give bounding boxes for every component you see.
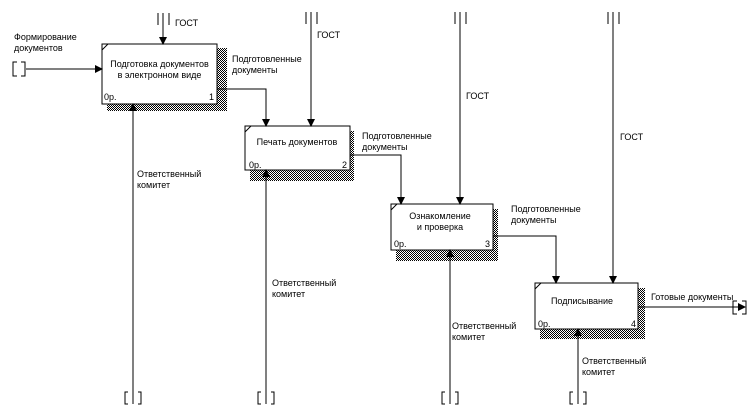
flow-arrow-line	[350, 154, 405, 205]
box-label-line-1: Ознакомление	[409, 211, 471, 221]
box-frame	[390, 203, 494, 251]
box-cost: 0р.	[538, 319, 551, 329]
flow-label-line-1: Подготовленные	[362, 131, 432, 141]
control-label: ГОСТ	[175, 18, 199, 28]
flow-arrow-line	[217, 88, 270, 127]
output-arrow[interactable]: Готовые документы	[638, 292, 747, 315]
input-label-line-1: Формирование	[14, 32, 77, 42]
box-frame	[101, 43, 218, 105]
control-arrow-1[interactable]: ГОСТ	[157, 13, 199, 45]
input-arrow[interactable]: Формирование документов	[12, 32, 103, 77]
flow-arrow-3[interactable]: Подготовленные документы	[493, 204, 581, 284]
box-corner-mark	[101, 43, 109, 51]
flow-label-line-2: документы	[511, 215, 556, 225]
input-label-line-2: документов	[14, 43, 63, 53]
flow-label-line-1: Подготовленные	[511, 204, 581, 214]
tunnel-bracket-icon	[607, 12, 620, 24]
mechanism-arrow-2[interactable]: Ответственный комитет	[257, 169, 336, 405]
box-cost: 0р.	[249, 160, 262, 170]
mechanism-label-line-1: Ответственный	[452, 321, 516, 331]
mechanism-arrow-1[interactable]: Ответственный комитет	[124, 103, 201, 405]
tunnel-bracket-icon	[454, 12, 467, 24]
tunnel-bracket-icon	[157, 13, 170, 25]
flow-label-line-2: документы	[362, 142, 407, 152]
activity-box-2[interactable]: Печать документов 0р. 2	[244, 125, 354, 181]
box-label-line-2: и проверка	[417, 222, 463, 232]
box-number: 1	[209, 92, 214, 102]
box-label-line-1: Печать документов	[257, 137, 338, 147]
flow-arrow-line	[493, 235, 560, 284]
control-arrow-4[interactable]: ГОСТ	[607, 12, 644, 284]
box-frame	[534, 282, 639, 330]
box-cost: 0р.	[104, 92, 117, 102]
flow-label-line-1: Подготовленные	[232, 54, 302, 64]
mechanism-label-line-2: комитет	[137, 180, 170, 190]
box-number: 2	[342, 160, 347, 170]
flow-arrow-2[interactable]: Подготовленные документы	[350, 131, 432, 205]
tunnel-bracket-icon	[124, 391, 142, 405]
activity-box-1[interactable]: Подготовка документов в электронном виде…	[101, 43, 227, 111]
output-label-line-1: Готовые документы	[651, 292, 733, 302]
tunnel-bracket-icon	[12, 61, 26, 77]
mechanism-label-line-2: комитет	[272, 289, 305, 299]
flow-label-line-2: документы	[232, 65, 277, 75]
box-label-line-1: Подписывание	[551, 296, 613, 306]
box-number: 3	[485, 239, 490, 249]
box-label-line-2: в электронном виде	[118, 70, 202, 80]
box-frame	[244, 125, 351, 171]
mechanism-label-line-1: Ответственный	[137, 169, 201, 179]
control-arrow-3[interactable]: ГОСТ	[454, 12, 490, 205]
box-corner-mark	[534, 282, 542, 290]
box-cost: 0р.	[394, 239, 407, 249]
mechanism-label-line-1: Ответственный	[582, 356, 646, 366]
box-number: 4	[631, 319, 636, 329]
tunnel-bracket-icon	[257, 391, 275, 405]
control-label: ГОСТ	[317, 30, 341, 40]
flow-arrow-1[interactable]: Подготовленные документы	[217, 54, 302, 127]
tunnel-bracket-icon	[569, 391, 587, 405]
box-corner-mark	[390, 203, 398, 211]
control-label: ГОСТ	[620, 132, 644, 142]
tunnel-bracket-icon	[441, 391, 459, 405]
mechanism-arrow-4[interactable]: Ответственный комитет	[569, 328, 646, 405]
control-arrow-2[interactable]: ГОСТ	[305, 12, 341, 127]
mechanism-label-line-2: комитет	[582, 367, 615, 377]
box-corner-mark	[244, 125, 252, 133]
activity-box-3[interactable]: Ознакомление и проверка 0р. 3	[390, 203, 498, 261]
tunnel-bracket-icon	[732, 300, 747, 315]
mechanism-label-line-1: Ответственный	[272, 278, 336, 288]
tunnel-bracket-icon	[305, 12, 318, 24]
control-label: ГОСТ	[466, 91, 490, 101]
mechanism-label-line-2: комитет	[452, 332, 485, 342]
box-label-line-1: Подготовка документов	[110, 59, 209, 69]
mechanism-arrow-3[interactable]: Ответственный комитет	[441, 249, 516, 405]
activity-box-4[interactable]: Подписывание 0р. 4	[534, 282, 645, 339]
